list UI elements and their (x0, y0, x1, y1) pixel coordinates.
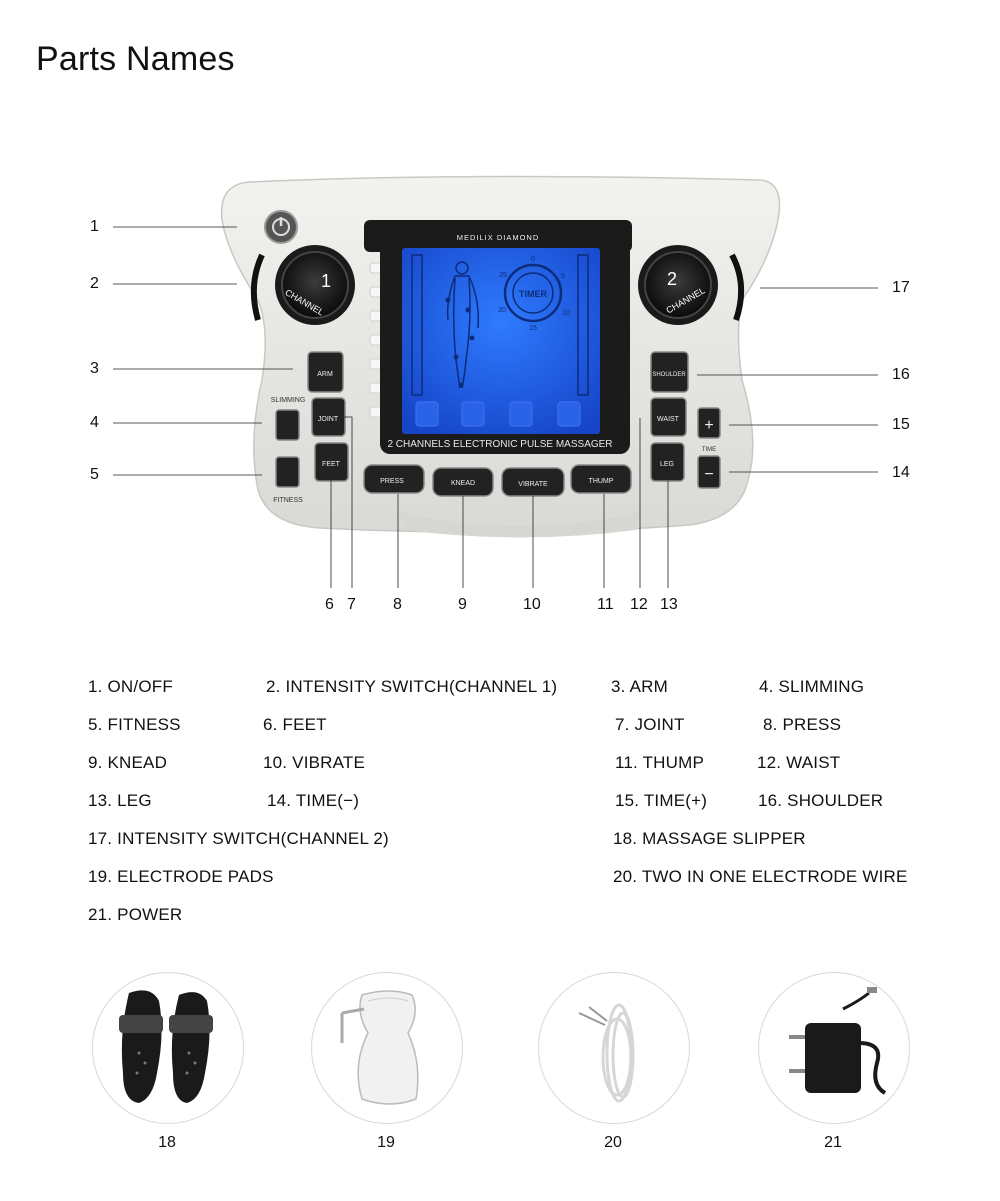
legend-item: 10. VIBRATE (263, 753, 366, 772)
device-diagram: MEDILIX DIAMOND 1 CHANNEL 2 CHANNEL (0, 160, 1000, 640)
svg-text:TIMER: TIMER (519, 289, 547, 299)
legend-item: 4. SLIMMING (759, 677, 865, 696)
joint-button: JOINT (311, 397, 346, 437)
svg-text:JOINT: JOINT (318, 416, 339, 423)
svg-text:VIBRATE: VIBRATE (518, 481, 548, 488)
svg-text:15: 15 (529, 325, 537, 332)
legend-item: 1. ON/OFF (88, 677, 173, 696)
callout-14: 14 (892, 464, 910, 481)
legend-item: 9. KNEAD (88, 753, 168, 772)
page-title: Parts Names (36, 40, 235, 78)
svg-text:10: 10 (562, 310, 570, 317)
screen-caption: 2 CHANNELS ELECTRONIC PULSE MASSAGER (387, 439, 612, 450)
svg-text:2: 2 (667, 269, 677, 289)
device-illustration: MEDILIX DIAMOND 1 CHANNEL 2 CHANNEL (113, 175, 878, 588)
time-plus-button: + (697, 407, 721, 439)
legend-item: 7. JOINT (615, 715, 685, 734)
callout-2: 2 (90, 275, 99, 292)
callout-8: 8 (393, 596, 402, 613)
accessory-label: 18 (158, 1134, 176, 1151)
svg-text:+: + (704, 417, 713, 434)
svg-text:1: 1 (321, 271, 331, 291)
callout-1: 1 (90, 218, 99, 235)
leader-lines (113, 226, 878, 588)
legend-item: 8. PRESS (763, 715, 842, 734)
power-button (264, 210, 298, 244)
intensity-knob-channel-1: 1 CHANNEL (250, 245, 355, 325)
callout-9: 9 (458, 596, 467, 613)
callout-4: 4 (90, 414, 99, 431)
callout-13: 13 (660, 596, 678, 613)
thump-button: THUMP (570, 464, 632, 494)
press-button: PRESS (363, 464, 425, 494)
legend-item: 15. TIME(+) (615, 791, 708, 810)
legend-item: 13. LEG (88, 791, 152, 810)
svg-text:SHOULDER: SHOULDER (652, 372, 686, 378)
time-minus-button: − (697, 455, 721, 489)
massage-slipper-image (92, 972, 244, 1124)
legend-item: 12. WAIST (757, 753, 841, 772)
callout-10: 10 (523, 596, 541, 613)
callout-17: 17 (892, 279, 910, 296)
lcd-screen (402, 248, 600, 434)
electrode-pads-image (311, 972, 463, 1124)
legend-item: 21. POWER (88, 905, 183, 924)
callout-3: 3 (90, 360, 99, 377)
svg-text:WAIST: WAIST (657, 416, 680, 423)
callout-12: 12 (630, 596, 648, 613)
leg-button: LEG (650, 442, 685, 482)
svg-text:ARM: ARM (317, 371, 333, 378)
accessory-label: 20 (604, 1134, 622, 1151)
legend-item: 16. SHOULDER (758, 791, 884, 810)
callout-16: 16 (892, 366, 910, 383)
legend-item: 6. FEET (263, 715, 327, 734)
svg-text:LEG: LEG (660, 461, 674, 468)
svg-text:20: 20 (498, 307, 506, 314)
callout-5: 5 (90, 466, 99, 483)
vibrate-button: VIBRATE (501, 467, 565, 497)
svg-text:THUMP: THUMP (589, 478, 614, 485)
callout-7: 7 (347, 596, 356, 613)
svg-text:SLIMMING: SLIMMING (271, 397, 306, 404)
legend-item: 18. MASSAGE SLIPPER (613, 829, 806, 848)
electrode-wire-image (538, 972, 690, 1124)
svg-text:5: 5 (561, 273, 565, 280)
svg-text:−: − (704, 466, 713, 483)
legend-item: 20. TWO IN ONE ELECTRODE WIRE (613, 867, 908, 886)
callout-11: 11 (597, 596, 614, 613)
legend-item: 2. INTENSITY SWITCH(CHANNEL 1) (266, 677, 558, 696)
parts-legend: 1. ON/OFF 2. INTENSITY SWITCH(CHANNEL 1)… (0, 670, 1000, 940)
timer-dial: TIMER 0 5 10 15 20 25 (498, 256, 570, 332)
feet-button: FEET (314, 442, 349, 482)
legend-item: 11. THUMP (615, 753, 705, 772)
accessory-label: 19 (377, 1134, 395, 1151)
shoulder-button: SHOULDER (650, 351, 689, 393)
time-label: TIME (702, 447, 716, 453)
knead-button: KNEAD (432, 467, 494, 497)
accessory-label: 21 (824, 1134, 842, 1151)
legend-item: 14. TIME(−) (267, 791, 360, 810)
legend-item: 17. INTENSITY SWITCH(CHANNEL 2) (88, 829, 389, 848)
callout-15: 15 (892, 416, 910, 433)
slimming-button: SLIMMING (271, 397, 306, 441)
svg-text:FITNESS: FITNESS (273, 497, 303, 504)
power-adapter-image (758, 972, 910, 1124)
brand-label: MEDILIX DIAMOND (457, 233, 540, 242)
legend-item: 3. ARM (611, 677, 668, 696)
svg-text:PRESS: PRESS (380, 478, 404, 485)
svg-text:0: 0 (531, 256, 535, 263)
intensity-knob-channel-2: 2 CHANNEL (638, 245, 745, 325)
callout-6: 6 (325, 596, 334, 613)
legend-item: 19. ELECTRODE PADS (88, 867, 274, 886)
waist-button: WAIST (650, 397, 687, 437)
fitness-button: FITNESS (273, 456, 303, 504)
legend-item: 5. FITNESS (88, 715, 181, 734)
svg-text:KNEAD: KNEAD (451, 480, 475, 487)
svg-text:FEET: FEET (322, 461, 341, 468)
arm-button: ARM (307, 351, 344, 393)
svg-text:25: 25 (499, 272, 507, 279)
